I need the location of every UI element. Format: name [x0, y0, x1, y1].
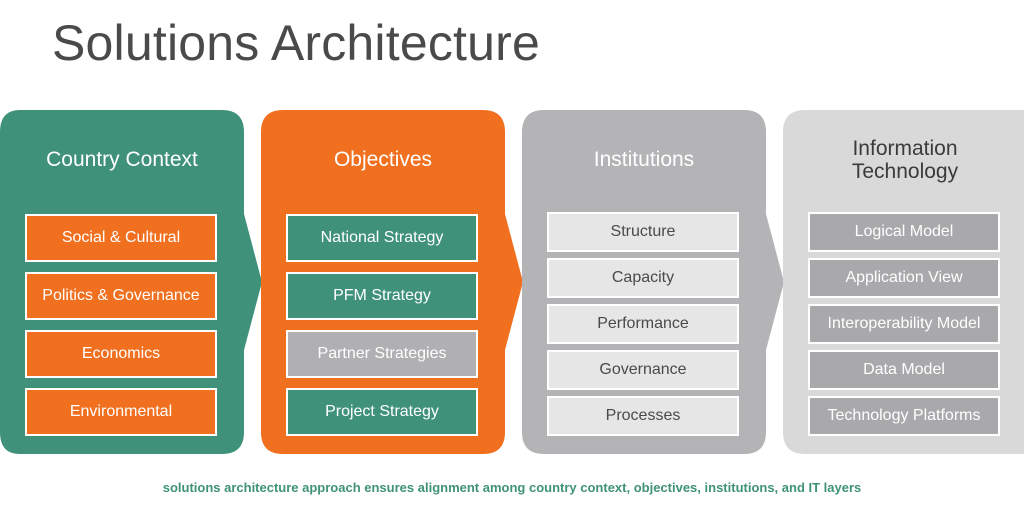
- column-title: Information Technology: [783, 137, 1024, 183]
- item-capacity: Capacity: [547, 258, 739, 298]
- institutions-column: Institutions Structure Capacity Performa…: [522, 110, 766, 454]
- item-project-strategy: Project Strategy: [286, 388, 478, 436]
- column-title: Institutions: [593, 148, 695, 171]
- country-context-column: Country Context Social & Cultural Politi…: [0, 110, 244, 454]
- item-logical-model: Logical Model: [808, 212, 1000, 252]
- page-title: Solutions Architecture: [52, 15, 540, 71]
- item-pfm-strategy: PFM Strategy: [286, 272, 478, 320]
- column-title: Objectives: [333, 148, 433, 171]
- objectives-column: Objectives National Strategy PFM Strateg…: [261, 110, 505, 454]
- column-title-line-1: Information: [852, 137, 958, 160]
- item-economics: Economics: [25, 330, 217, 378]
- item-environmental: Environmental: [25, 388, 217, 436]
- item-governance: Governance: [547, 350, 739, 390]
- item-technology-platforms: Technology Platforms: [808, 396, 1000, 436]
- item-performance: Performance: [547, 304, 739, 344]
- item-interoperability-model: Interoperability Model: [808, 304, 1000, 344]
- column-title: Country Context: [46, 148, 198, 171]
- caption: solutions architecture approach ensures …: [162, 480, 862, 495]
- item-structure: Structure: [547, 212, 739, 252]
- item-application-view: Application View: [808, 258, 1000, 298]
- information-technology-column: Information Technology Logical Model App…: [783, 110, 1024, 454]
- item-national-strategy: National Strategy: [286, 214, 478, 262]
- item-data-model: Data Model: [808, 350, 1000, 390]
- item-processes: Processes: [547, 396, 739, 436]
- column-title-line-2: Technology: [851, 160, 959, 183]
- item-partner-strategies: Partner Strategies: [286, 330, 478, 378]
- item-politics-governance: Politics & Governance: [25, 272, 217, 320]
- item-social-cultural: Social & Cultural: [25, 214, 217, 262]
